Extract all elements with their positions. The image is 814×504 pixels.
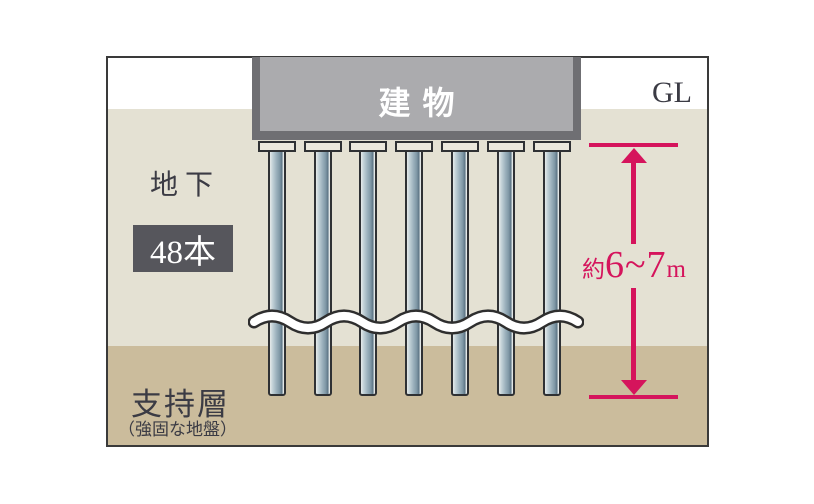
pile xyxy=(268,150,286,396)
pile xyxy=(359,150,377,396)
pile xyxy=(497,150,515,396)
depth-unit: m xyxy=(666,256,686,283)
pile-cap xyxy=(304,141,342,152)
depth-value: 6~7 xyxy=(604,244,667,286)
bearing-layer-label: 支持層 xyxy=(131,387,230,422)
underground-label: 地下 xyxy=(150,170,221,201)
pile-count-label: 48本 xyxy=(150,234,216,271)
arrow-down-icon xyxy=(621,380,647,395)
ground-break-wave xyxy=(248,309,584,335)
pile-cap xyxy=(487,141,525,152)
building-label: 建物 xyxy=(378,85,467,121)
pile xyxy=(314,150,332,396)
pile-cap xyxy=(441,141,479,152)
depth-top-tick xyxy=(589,143,678,147)
gl-label: GL xyxy=(652,76,692,109)
arrow-up-icon xyxy=(621,148,647,163)
pile-cap xyxy=(258,141,296,152)
depth-line-upper xyxy=(631,162,636,244)
depth-bottom-tick xyxy=(589,395,678,399)
bearing-layer-sublabel: （強固な地盤） xyxy=(118,420,237,439)
building-block: 建物 xyxy=(252,57,581,140)
pile-cap xyxy=(349,141,387,152)
depth-label: 約6~7m xyxy=(554,243,714,287)
depth-prefix: 約 xyxy=(581,257,605,282)
pile-cap xyxy=(533,141,571,152)
pile xyxy=(405,150,423,396)
pile-cap xyxy=(395,141,433,152)
depth-line-lower xyxy=(631,288,636,380)
pile-count-badge: 48本 xyxy=(133,225,233,272)
pile xyxy=(451,150,469,396)
